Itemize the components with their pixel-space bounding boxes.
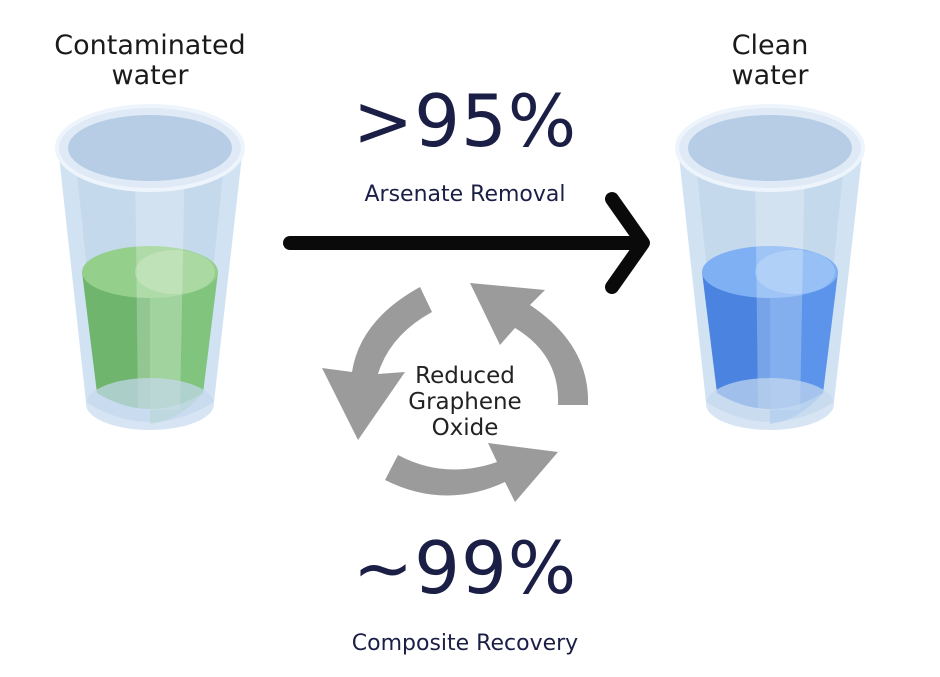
recycle-arrows-icon — [322, 283, 589, 502]
clean-water-label: Clean water — [680, 31, 860, 91]
clean-water-label-line2: water — [731, 60, 809, 91]
composite-recovery-caption: Composite Recovery — [351, 631, 579, 656]
contaminated-water-label: Contaminated water — [20, 31, 280, 91]
contaminated-water-label-line1: Contaminated — [54, 30, 246, 61]
cycle-label-line3: Oxide — [431, 415, 499, 441]
arrow-right-icon — [283, 192, 650, 294]
contaminated-water-label-line2: water — [111, 60, 189, 91]
arsenate-removal-caption: Arsenate Removal — [364, 182, 566, 207]
glass-contaminated-icon — [55, 104, 245, 430]
reduced-graphene-oxide-label: Reduced Graphene Oxide — [385, 363, 545, 441]
clean-water-label-line1: Clean — [731, 30, 809, 61]
cycle-label-line2: Graphene — [408, 389, 522, 415]
cycle-label-line1: Reduced — [415, 363, 515, 389]
glass-clean-icon — [675, 104, 865, 430]
composite-recovery-value: ~99% — [352, 526, 578, 610]
arsenate-removal-value: >95% — [352, 79, 578, 163]
